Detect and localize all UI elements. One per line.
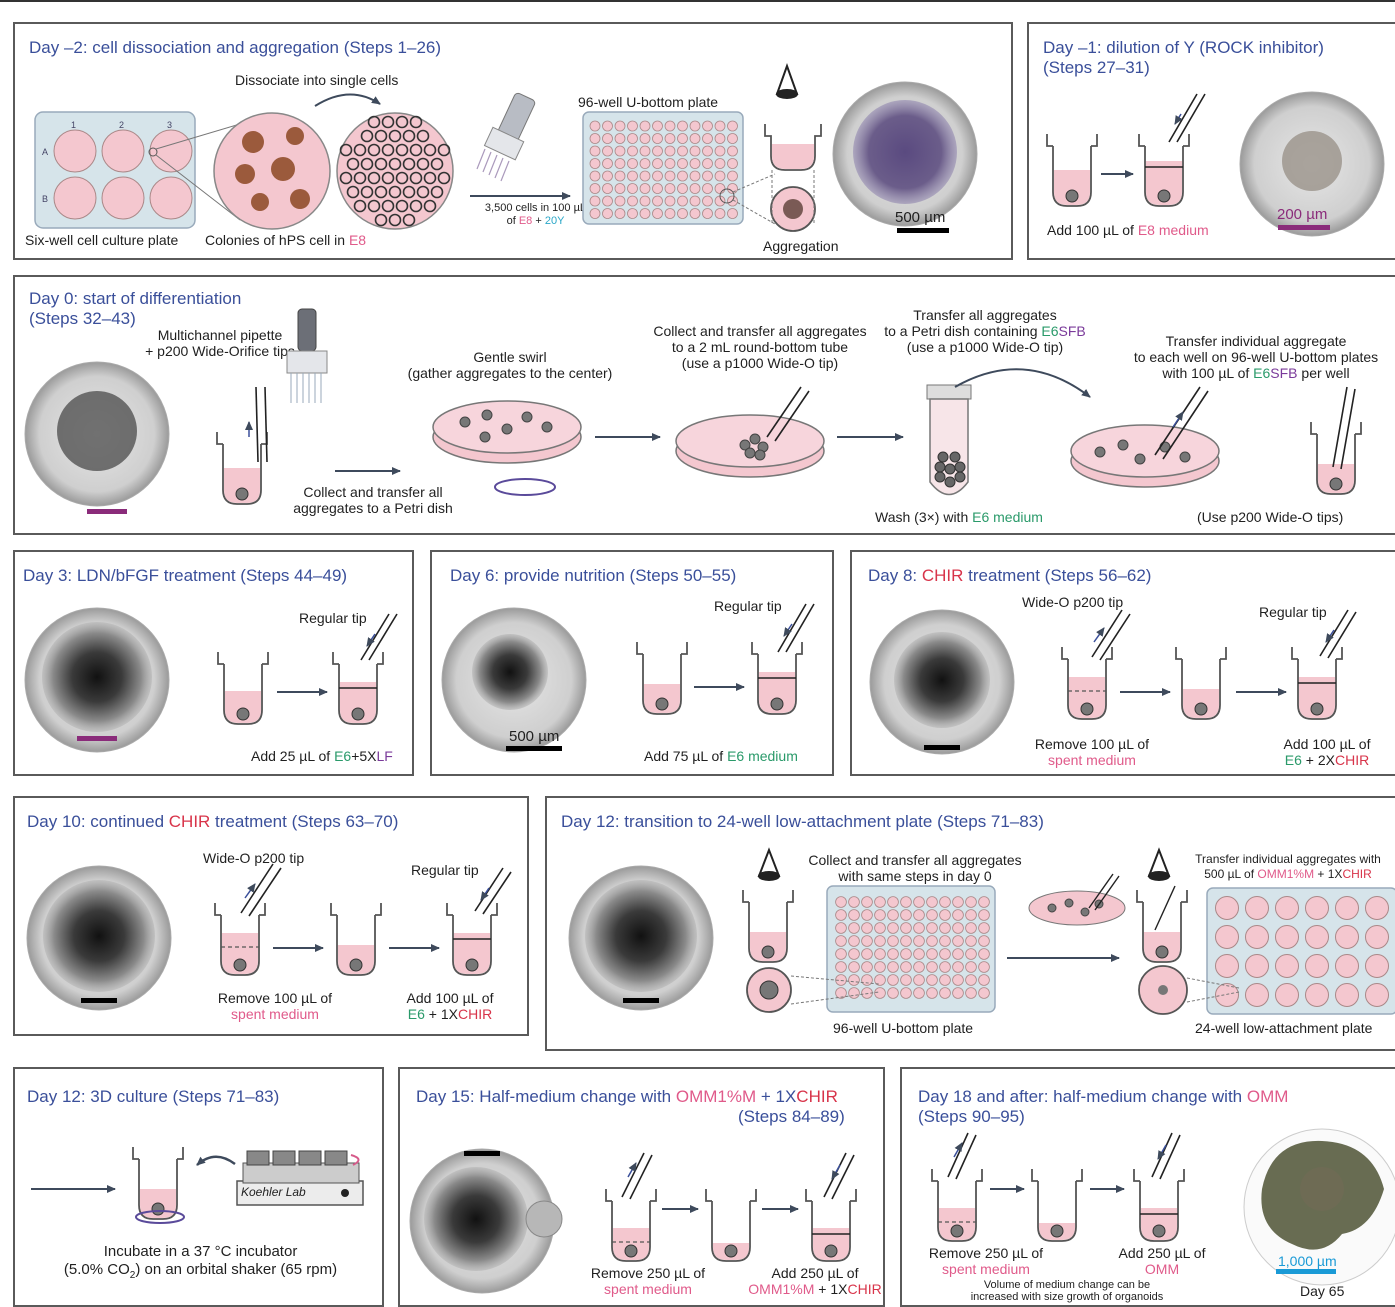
svg-text:B: B (42, 194, 48, 204)
panel5-graphics (432, 552, 834, 776)
well-icon (215, 903, 265, 975)
well-icon (743, 890, 793, 962)
panel-day-minus2: Day –2: cell dissociation and aggregatio… (13, 22, 1013, 260)
scale-label: 500 µm (895, 209, 945, 226)
single-cells-circle (337, 113, 453, 229)
well-icon (217, 432, 267, 504)
well-icon (637, 642, 687, 714)
day-label: Day 65 (1300, 1283, 1344, 1299)
well-icon (752, 642, 802, 714)
well-icon (932, 1169, 982, 1241)
well-icon (1176, 647, 1226, 719)
scale-bar (1278, 225, 1330, 230)
well-icon (1134, 1169, 1184, 1241)
panel-day15: Day 15: Half-medium change with OMM1%M +… (398, 1067, 885, 1307)
well-icon (706, 1189, 756, 1261)
panel-day18: Day 18 and after: half-medium change wit… (900, 1067, 1395, 1307)
panel-day10: Day 10: continued CHIR treatment (Steps … (13, 796, 529, 1036)
well-icon (1032, 1169, 1082, 1241)
panel-day8: Day 8: CHIR treatment (Steps 56–62) Wide… (850, 550, 1395, 776)
panel1-graphics: 1 2 3 A B (15, 24, 1013, 260)
top-rule (0, 0, 1395, 2)
plate96-p1 (583, 112, 775, 224)
well-side-view (765, 124, 821, 231)
panel6-graphics (852, 552, 1395, 776)
sixwell-plate: 1 2 3 A B (35, 112, 240, 228)
panel-day12-transition: Day 12: transition to 24-well low-attach… (545, 796, 1395, 1051)
panel-day3: Day 3: LDN/bFGF treatment (Steps 44–49) … (13, 550, 414, 776)
pipette-icon (477, 92, 536, 181)
panel3-graphics (15, 277, 1395, 535)
well-icon (331, 903, 381, 975)
scale-bar (897, 228, 949, 233)
brand-label: Koehler Lab (241, 1185, 306, 1199)
svg-text:3: 3 (167, 120, 172, 130)
svg-text:A: A (42, 147, 48, 157)
micrograph-p1 (833, 82, 977, 226)
eye-icon (777, 66, 797, 98)
panel-day6: Day 6: provide nutrition (Steps 50–55) R… (430, 550, 834, 776)
scale-bar (506, 746, 562, 751)
scale-label: 500 µm (509, 728, 559, 745)
svg-text:2: 2 (119, 120, 124, 130)
well-icon (1047, 134, 1097, 206)
scale-bar (1276, 1269, 1336, 1274)
well-icon (1137, 890, 1187, 962)
svg-text:1: 1 (71, 120, 76, 130)
well-icon (1311, 422, 1361, 494)
well-icon (1062, 647, 1112, 719)
panel8-graphics (547, 798, 1395, 1051)
panel-day-minus1: Day –1: dilution of Y (ROCK inhibitor) (… (1027, 22, 1395, 260)
well-icon (1139, 134, 1189, 206)
well-icon (333, 652, 383, 724)
well-icon (1292, 647, 1342, 719)
well-icon (447, 903, 497, 975)
well-icon (806, 1189, 856, 1261)
panel-day0: Day 0: start of differentiation (Steps 3… (13, 275, 1395, 535)
scale-label: 1,000 µm (1278, 1253, 1337, 1269)
well-icon (606, 1189, 656, 1261)
well-icon (133, 1147, 183, 1219)
panel7-graphics (15, 798, 529, 1036)
panel10-graphics (400, 1069, 885, 1307)
panel4-graphics (15, 552, 414, 776)
panel9-graphics (15, 1069, 384, 1307)
scale-label: 200 µm (1277, 206, 1327, 223)
panel-3d-culture: Day 12: 3D culture (Steps 71–83) Incubat… (13, 1067, 384, 1307)
panel2-graphics (1029, 24, 1395, 260)
well-icon (218, 652, 268, 724)
